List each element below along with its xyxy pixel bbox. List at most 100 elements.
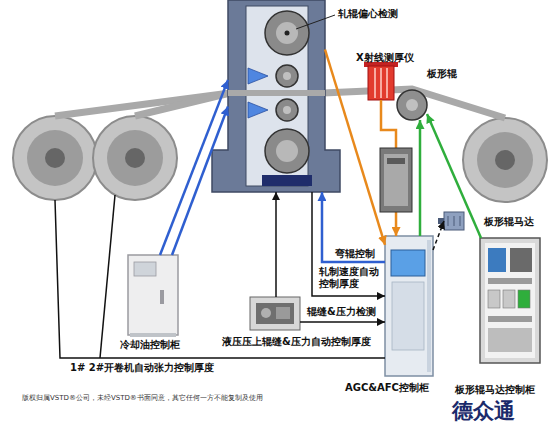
node-label: 板形辊马达控制柜 [455, 384, 535, 396]
cabinet-base [130, 333, 176, 337]
work-roll [276, 99, 298, 121]
shape-roll-motor: 板形辊马达 [444, 212, 464, 230]
terminal-rail [488, 316, 532, 322]
processor-panel [384, 154, 408, 206]
coil-core [45, 148, 65, 168]
leader-dot [285, 31, 290, 36]
hydraulic-block [256, 303, 294, 324]
uncoiler-2 [93, 116, 177, 200]
connector [172, 107, 228, 256]
connector [433, 221, 444, 250]
roll-hub [283, 106, 291, 114]
motor-control-cabinet: 板形辊马达控制柜 [480, 238, 540, 363]
shape-roll [397, 90, 427, 120]
roll-hub [276, 140, 298, 162]
connector-label: 轧制速度自动控制厚度 [318, 266, 384, 290]
tension-control-note: 1# 2#开卷机自动张力控制厚度 [70, 362, 214, 374]
steel-strip [228, 90, 325, 96]
drive-cabinet [480, 238, 540, 363]
cabinet-panel [134, 262, 156, 276]
node-label: 液压压上辊缝&压力自动控制厚度 [222, 336, 371, 348]
company-logo: 德众通 [452, 398, 515, 423]
coil-core [125, 148, 145, 168]
control-cabinet [385, 236, 433, 376]
breaker [488, 290, 500, 308]
hydraulic-unit [250, 297, 300, 330]
work-roll [276, 65, 298, 87]
coolant-cabinet [128, 255, 178, 335]
processor-display [387, 158, 405, 164]
agc-afc-cabinet: AGC&AFC控制柜 [385, 236, 433, 376]
cabinet-side [427, 240, 431, 372]
coil-inner [107, 130, 163, 186]
coil-inner [477, 132, 533, 188]
xray-beam [374, 68, 376, 98]
connector [312, 192, 385, 296]
cable-duct [488, 328, 532, 352]
steel-strip [55, 93, 230, 116]
hydraulic-valve [261, 308, 271, 318]
roll-hub [406, 99, 418, 111]
uncoiler-1 [13, 116, 97, 200]
xray-beam [380, 68, 382, 98]
connector [419, 120, 422, 236]
coolant-nozzle [248, 102, 268, 118]
rolling-mill-stand: 轧辊偏心检测 [228, 2, 325, 192]
xray-beam [386, 68, 388, 98]
node-label: 冷却油控制柜 [120, 339, 180, 351]
motor-fin [454, 216, 455, 226]
coil-inner [27, 130, 83, 186]
coil-outer [463, 118, 547, 202]
connector-label: 弯辊控制 [334, 248, 376, 260]
node-label: 板形辊马达 [484, 216, 534, 228]
node-label: X射线测厚仪 [356, 52, 414, 64]
coil-outer [13, 116, 97, 200]
roll-hub [283, 72, 291, 80]
connector [325, 50, 385, 245]
drive-module [488, 248, 506, 272]
node-label: 板形辊 [427, 68, 457, 80]
coil-core [495, 150, 515, 170]
connector [160, 80, 228, 255]
mill-housing [212, 0, 340, 192]
hmi-screen [391, 250, 425, 276]
motor-fin [460, 216, 461, 226]
breaker [503, 290, 515, 308]
recoiler [463, 118, 547, 202]
breaker [518, 290, 530, 308]
xray-gauge [368, 66, 394, 100]
coil-outer [93, 116, 177, 200]
hydraulic-cylinder [262, 175, 312, 186]
node-label: 轧辊偏心检测 [338, 8, 398, 20]
copyright-note: 版权归属VSTD®公司，未经VSTD®书面同意，其它任何一方不能复制及使用 [22, 394, 263, 402]
tension-wire [55, 200, 385, 358]
hydraulic-valve [276, 307, 290, 319]
terminal-rail [488, 278, 532, 284]
cabinet-handle [160, 290, 164, 304]
coolant-cabinet: 冷却油控制柜 [128, 255, 178, 335]
connector [322, 192, 385, 262]
node-label: AGC&AFC控制柜 [345, 382, 429, 394]
shape-roll-motor [444, 212, 464, 230]
cabinet-door [392, 282, 424, 350]
motor-fin [448, 216, 449, 226]
hydraulic-unit: 液压压上辊缝&压力自动控制厚度 [250, 297, 300, 330]
shape-roll: 板形辊 [397, 90, 427, 120]
connector [300, 321, 385, 323]
gauge-processor [380, 148, 412, 212]
connector [275, 192, 277, 297]
drive-module [510, 248, 532, 272]
leader-line [296, 15, 335, 29]
coolant-nozzle [248, 68, 268, 84]
connector-label: 辊缝&压力检测 [306, 306, 377, 318]
tension-wire [100, 195, 115, 358]
xray-thickness-gauge: X射线测厚仪 [368, 66, 394, 100]
connector [427, 114, 481, 238]
roll-hub [276, 22, 298, 44]
backup-roll [265, 129, 309, 173]
connector-group [160, 50, 481, 323]
backup-roll [265, 11, 309, 55]
